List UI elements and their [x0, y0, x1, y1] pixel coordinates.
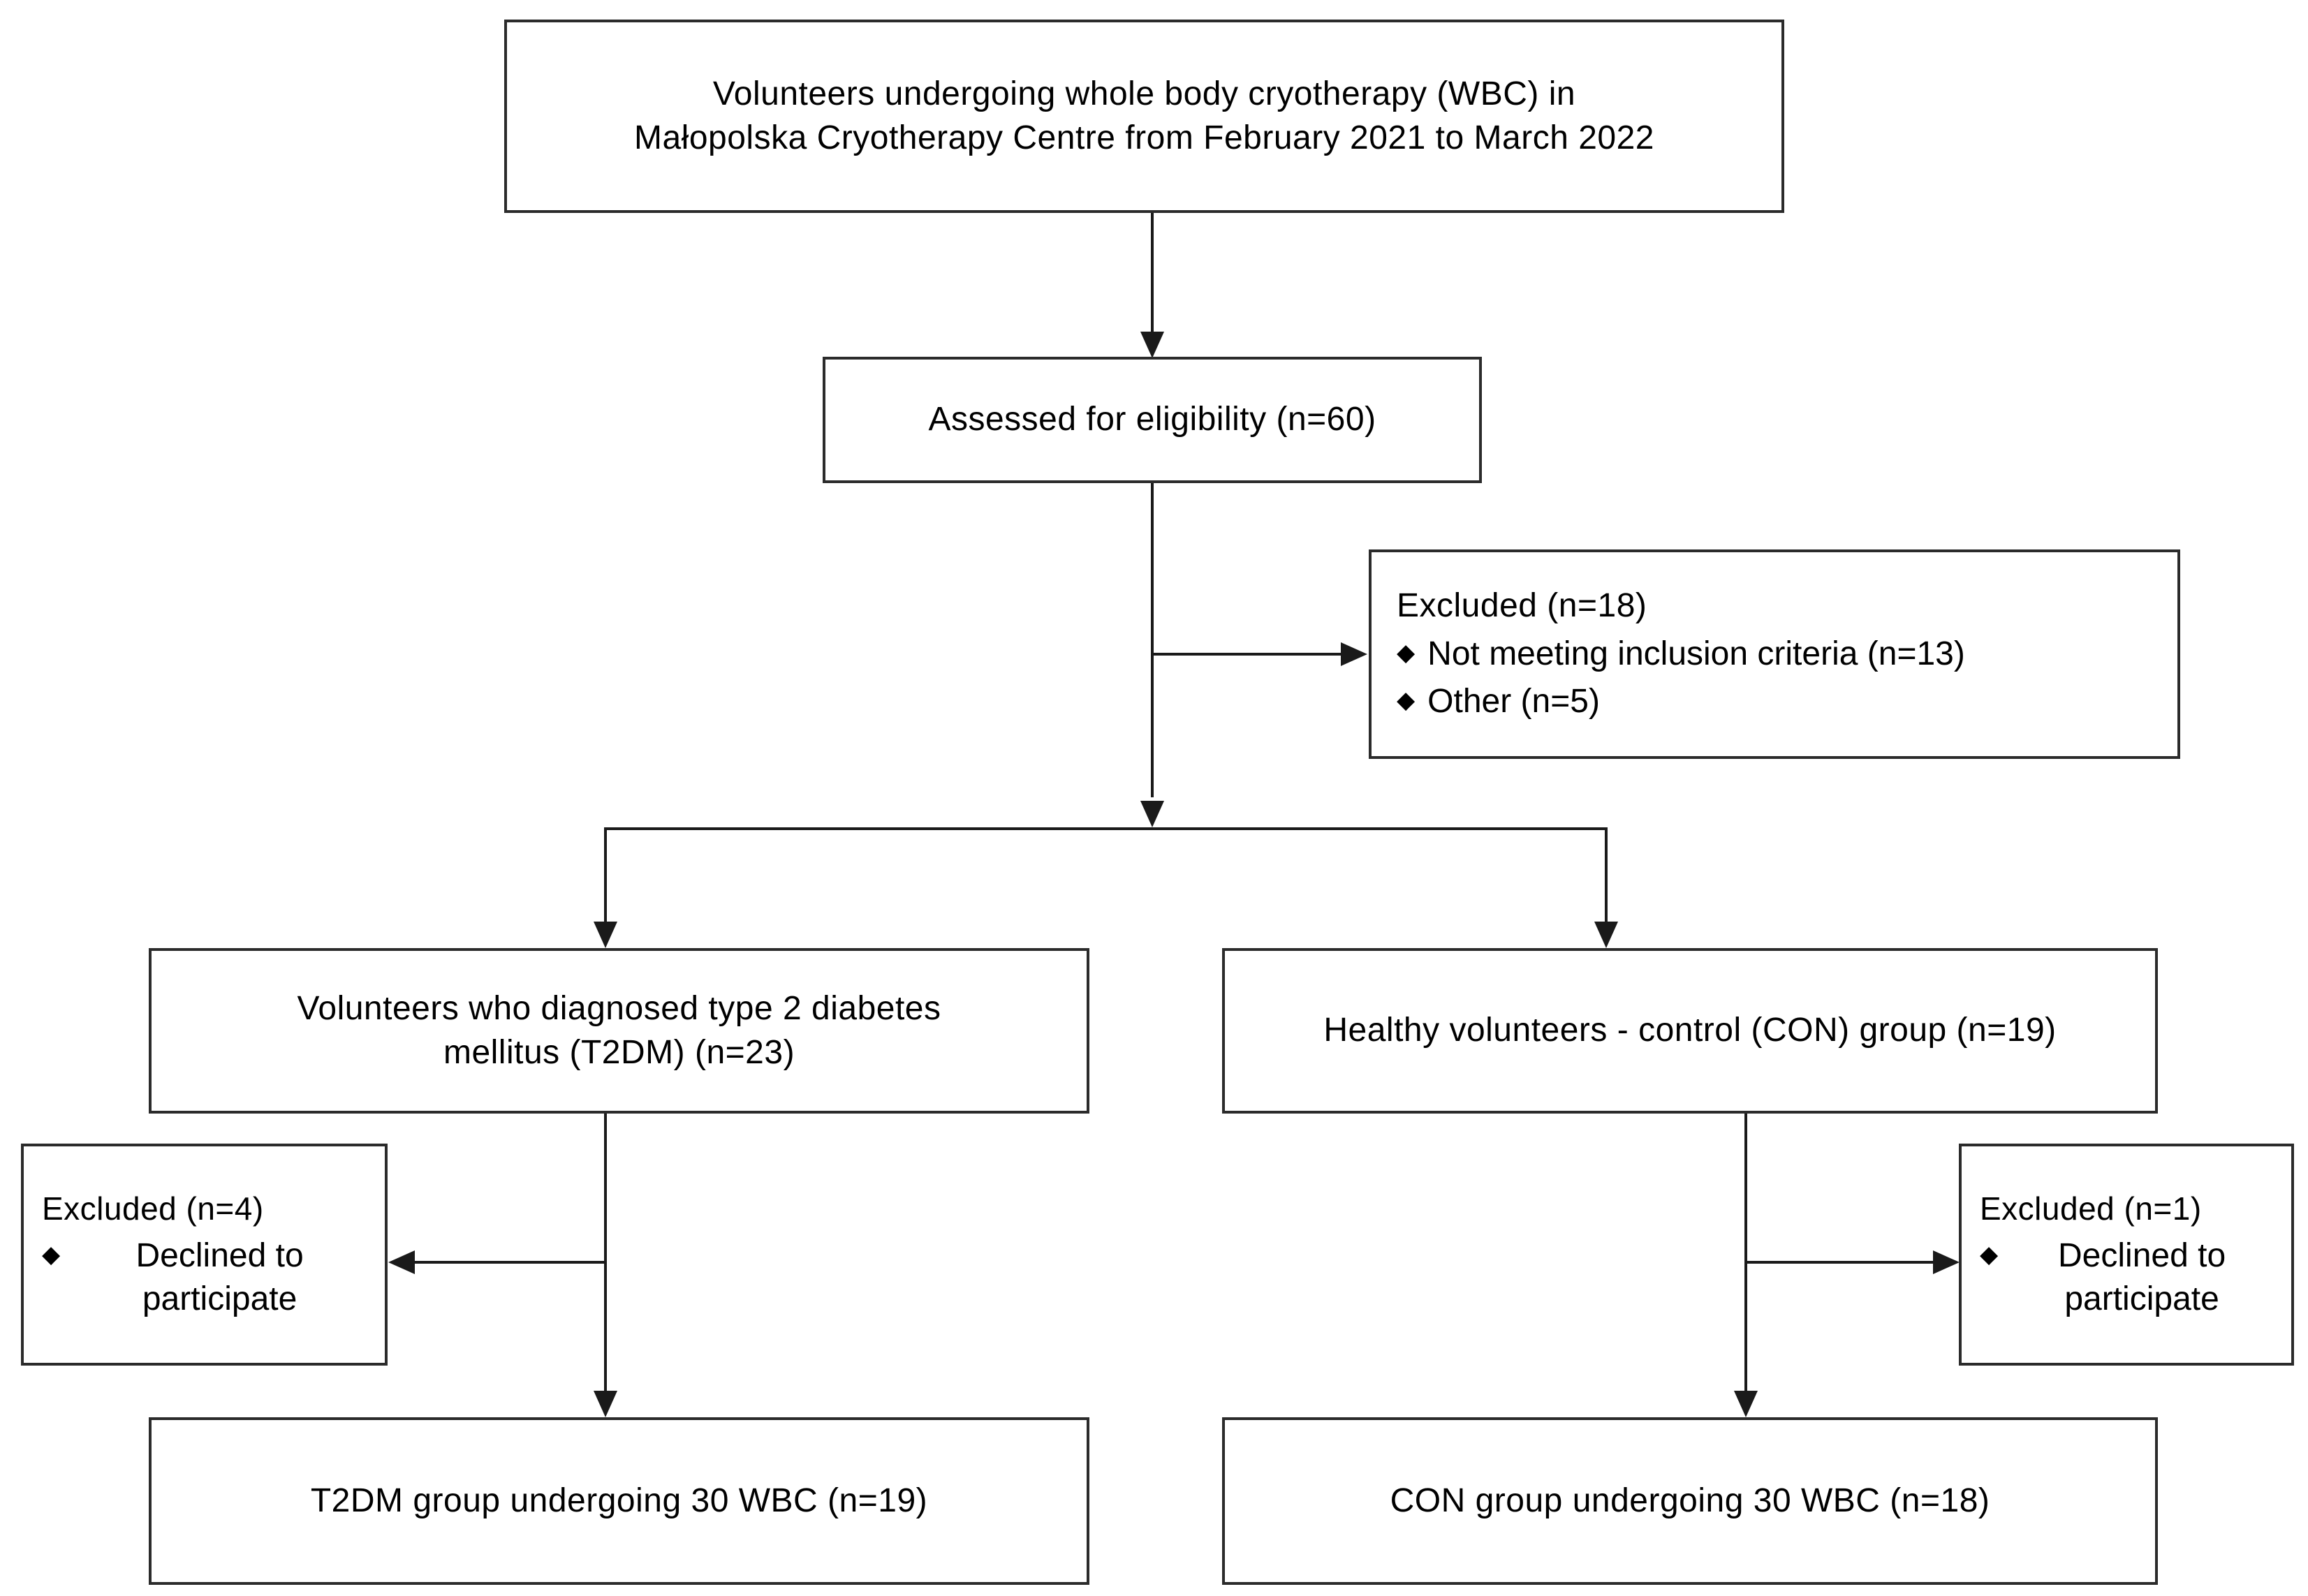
node-con-final: CON group undergoing 30 WBC (n=18) [1222, 1417, 2158, 1585]
arrowhead-down-icon [1734, 1391, 1758, 1417]
connector-split-to-con-group [1605, 827, 1608, 925]
node-excluded-t2dm: Excluded (n=4) ◆ Declined to participate [21, 1144, 388, 1366]
node-excluded-main-heading: Excluded (n=18) [1397, 587, 1647, 625]
node-assessed-for-eligibility: Assessed for eligibility (n=60) [823, 357, 1482, 483]
node-excluded-main-list: ◆ Not meeting inclusion criteria (n=13) … [1397, 628, 2152, 724]
node-t2dm-group-text: Volunteers who diagnosed type 2 diabetes… [297, 990, 941, 1071]
connector-t2dm-group-to-final [604, 1114, 607, 1391]
node-t2dm-final-text: T2DM group undergoing 30 WBC (n=19) [310, 1482, 928, 1519]
node-t2dm-group: Volunteers who diagnosed type 2 diabetes… [149, 948, 1089, 1114]
node-t2dm-final: T2DM group undergoing 30 WBC (n=19) [149, 1417, 1089, 1585]
diamond-bullet-icon: ◆ [1980, 1241, 1999, 1268]
node-excluded-con: Excluded (n=1) ◆ Declined to participate [1959, 1144, 2294, 1366]
connector-to-excluded-main [1152, 653, 1342, 656]
connector-to-excluded-con [1746, 1261, 1936, 1264]
node-excluded-t2dm-list: ◆ Declined to participate [42, 1230, 367, 1322]
connector-split-bar [604, 827, 1608, 830]
arrowhead-down-icon [594, 922, 617, 948]
node-excluded-con-list: ◆ Declined to participate [1980, 1230, 2273, 1322]
list-item: ◆ Declined to participate [42, 1234, 367, 1322]
list-item-text: Other (n=5) [1427, 683, 1600, 721]
node-enrollment-text: Volunteers undergoing whole body cryothe… [633, 75, 1654, 156]
node-excluded-main: Excluded (n=18) ◆ Not meeting inclusion … [1369, 549, 2180, 759]
diamond-bullet-icon: ◆ [1397, 687, 1416, 714]
list-item-text: Not meeting inclusion criteria (n=13) [1427, 635, 1965, 672]
arrowhead-down-icon [1140, 801, 1164, 827]
node-con-group-text: Healthy volunteers - control (CON) group… [1323, 1012, 2057, 1049]
connector-eligibility-trunk [1151, 483, 1154, 797]
list-item-text: Declined to participate [2058, 1236, 2226, 1317]
connector-enrollment-to-eligibility [1151, 213, 1154, 333]
arrowhead-down-icon [594, 1391, 617, 1417]
node-eligibility-text: Assessed for eligibility (n=60) [928, 401, 1376, 438]
list-item: ◆ Other (n=5) [1397, 680, 2152, 723]
connector-con-group-to-final [1744, 1114, 1747, 1391]
arrowhead-right-icon [1341, 642, 1367, 666]
node-excluded-con-heading: Excluded (n=1) [1980, 1190, 2202, 1227]
node-enrollment: Volunteers undergoing whole body cryothe… [504, 20, 1784, 213]
arrowhead-left-icon [388, 1250, 415, 1274]
connector-split-to-t2dm-group [604, 827, 607, 925]
arrowhead-right-icon [1933, 1250, 1960, 1274]
list-item: ◆ Declined to participate [1980, 1234, 2273, 1322]
arrowhead-down-icon [1140, 332, 1164, 358]
list-item-text: Declined to participate [135, 1236, 304, 1317]
diamond-bullet-icon: ◆ [42, 1241, 61, 1268]
connector-to-excluded-t2dm [413, 1261, 607, 1264]
diamond-bullet-icon: ◆ [1397, 639, 1416, 666]
arrowhead-down-icon [1594, 922, 1618, 948]
node-excluded-t2dm-heading: Excluded (n=4) [42, 1190, 264, 1227]
node-con-final-text: CON group undergoing 30 WBC (n=18) [1390, 1482, 1990, 1519]
list-item: ◆ Not meeting inclusion criteria (n=13) [1397, 633, 2152, 676]
node-con-group: Healthy volunteers - control (CON) group… [1222, 948, 2158, 1114]
